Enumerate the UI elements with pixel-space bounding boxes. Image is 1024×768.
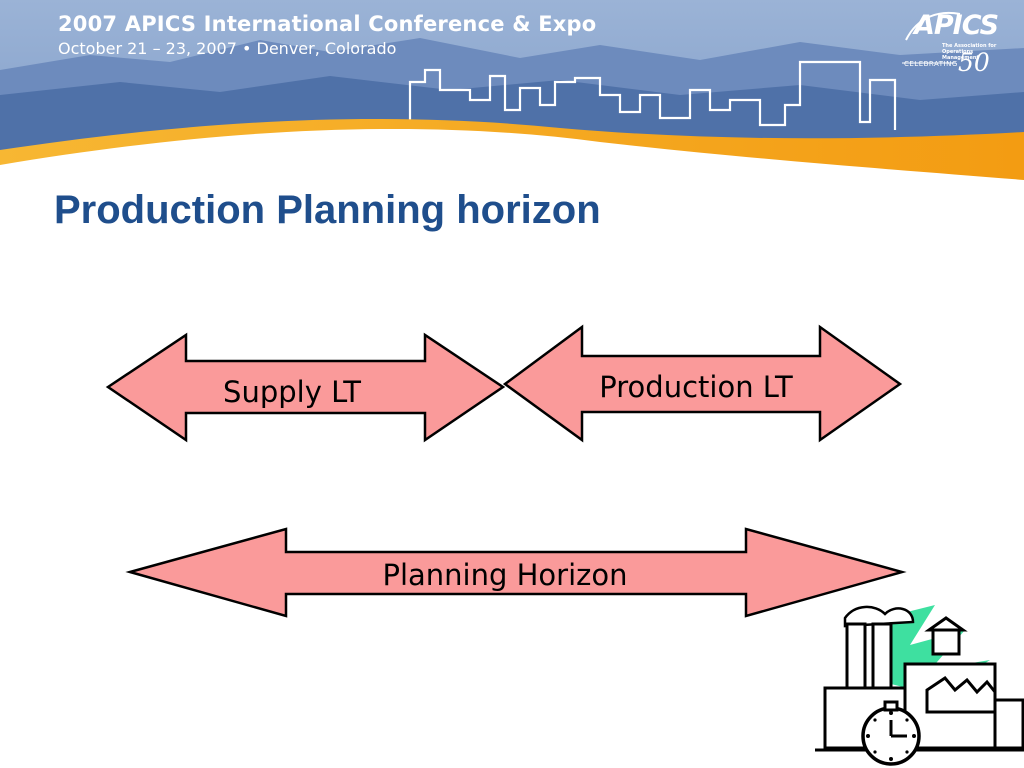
banner-skyline (408, 60, 897, 130)
arrow-production-lt-shape (502, 324, 903, 443)
clipart-smoke (843, 605, 915, 628)
logo-tagline: The Association for Operations Managemen… (942, 43, 997, 61)
conference-banner (0, 0, 1024, 190)
arrow-supply-lt-shape (105, 332, 506, 443)
banner-white-swoosh (0, 128, 1024, 190)
arrow-supply-lt: Supply LT (105, 332, 506, 443)
clipart-tower-roof (924, 616, 968, 632)
factory-clock-icon (815, 605, 1024, 766)
clipart-clock-crown (883, 700, 899, 712)
arrow-supply-lt-label: Supply LT (223, 375, 361, 409)
arrow-planning-horizon-label: Planning Horizon (382, 558, 627, 592)
arrow-production-lt-label: Production LT (599, 370, 793, 404)
logo-celebrating: CELEBRATING (904, 60, 958, 68)
clipart-factory-roof (925, 676, 997, 714)
arrow-planning-horizon-shape (125, 527, 907, 618)
logo-anniversary: 50 (958, 48, 990, 77)
conference-dates: October 21 – 23, 2007 • Denver, Colorado (58, 39, 397, 58)
clipart-water-tower (931, 628, 961, 656)
clipart-clock-ticks (866, 711, 916, 761)
apics-logo: APICS The Association for Operations Man… (900, 6, 1004, 80)
clipart-factory-right (993, 698, 1024, 750)
arrow-production-lt: Production LT (502, 324, 903, 443)
arrow-planning-horizon: Planning Horizon (125, 527, 907, 618)
logo-swoosh-icon (902, 11, 961, 64)
conference-title: 2007 APICS International Conference & Ex… (58, 12, 597, 36)
slide-title: Production Planning horizon (54, 188, 601, 232)
logo-name: APICS (914, 10, 999, 41)
